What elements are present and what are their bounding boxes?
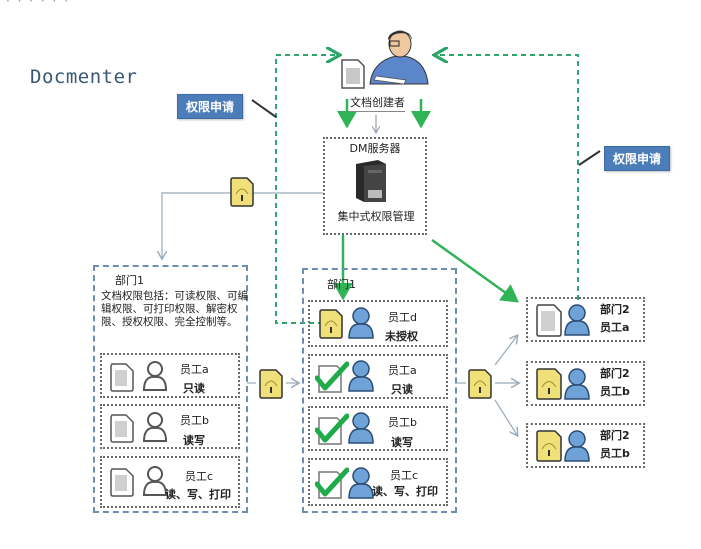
fan-arrow-top <box>494 336 517 366</box>
employee-row <box>308 300 448 347</box>
plain-document-icon <box>535 303 563 341</box>
user-outline-icon <box>142 360 168 396</box>
user-filled-icon <box>563 303 591 341</box>
employee-permission: 读写 <box>183 434 205 447</box>
locked-document-icon <box>258 368 284 404</box>
locked-document-icon <box>535 367 563 405</box>
server-title: DM服务器 <box>349 142 401 155</box>
department-1-original-box <box>93 265 248 513</box>
employee-permission: 只读 <box>391 383 413 396</box>
employee-row <box>100 404 240 449</box>
employee-permission: 读、写、打印 <box>165 488 231 501</box>
user-filled-icon <box>347 359 375 397</box>
request-path-left <box>275 55 338 324</box>
employee-permission: 只读 <box>183 382 205 395</box>
employee-name: 员工b <box>600 385 630 398</box>
creator-label: 文档创建者 <box>350 94 405 112</box>
dm-server-box <box>323 137 427 235</box>
cropped-header-text: · · · · · · <box>6 0 70 8</box>
employee-name: 员工d <box>388 311 417 324</box>
locked-document-icon <box>229 176 255 212</box>
user-filled-icon <box>347 411 375 449</box>
user-filled-icon <box>347 306 375 344</box>
locked-document-icon <box>535 429 563 467</box>
employee-name: 员工a <box>600 321 630 334</box>
employee-permission: 未授权 <box>385 330 418 343</box>
employee-name: 员工c <box>390 469 419 482</box>
callout-left-leader <box>251 99 277 118</box>
server-to-dept2 <box>431 238 520 303</box>
dept2-employee-row <box>526 297 645 342</box>
document-icon <box>340 58 366 94</box>
user-outline-icon <box>142 411 168 447</box>
employee-permission: 读、写、打印 <box>372 485 438 498</box>
department-1-managed-box <box>302 268 457 513</box>
dept2-label: 部门2 <box>600 303 630 316</box>
plain-document-icon <box>109 467 135 501</box>
approved-document-icon <box>314 360 350 398</box>
permission-description: 文档权限包括：可读权限、可编辑权限、可打印权限、解密权限、授权权限、完全控制等。 <box>101 290 248 328</box>
user-filled-icon <box>347 466 375 504</box>
request-path-right <box>436 55 579 300</box>
employee-name: 员工a <box>180 363 209 376</box>
locked-document-icon <box>467 368 493 404</box>
callout-right-leader <box>578 150 601 166</box>
approved-document-icon <box>314 412 350 450</box>
approved-document-icon <box>314 466 350 504</box>
employee-row <box>308 354 448 399</box>
dept2-employee-row <box>526 423 645 468</box>
user-outline-icon <box>142 465 168 501</box>
employee-name: 员工b <box>180 414 209 427</box>
user-filled-icon <box>563 367 591 405</box>
employee-row <box>100 456 240 508</box>
person-at-desk-icon <box>366 28 432 90</box>
dept-title: 部门1 <box>115 274 144 287</box>
dept2-label: 部门2 <box>600 429 630 442</box>
plain-document-icon <box>109 362 135 396</box>
employee-permission: 读写 <box>391 436 413 449</box>
permission-request-callout-right: 权限申请 <box>604 146 671 171</box>
employee-name: 员工b <box>600 447 630 460</box>
brand-logo-text: Docmenter <box>30 66 138 88</box>
permission-request-callout-left: 权限申请 <box>177 94 244 119</box>
employee-name: 员工c <box>185 470 214 483</box>
employee-name: 员工b <box>388 416 417 429</box>
dept2-employee-row <box>526 361 645 406</box>
fan-arrow-bottom <box>494 399 517 435</box>
employee-row <box>100 353 240 398</box>
dept2-label: 部门2 <box>600 367 630 380</box>
server-to-left-dept <box>162 192 323 258</box>
employee-row <box>308 458 448 506</box>
server-caption: 集中式权限管理 <box>337 210 415 223</box>
locked-document-icon <box>318 308 344 344</box>
employee-row <box>308 406 448 451</box>
dept-title: 部门1 <box>327 278 356 291</box>
plain-document-icon <box>109 413 135 447</box>
user-filled-icon <box>563 429 591 467</box>
employee-name: 员工a <box>388 364 417 377</box>
server-tower-icon <box>350 158 390 208</box>
